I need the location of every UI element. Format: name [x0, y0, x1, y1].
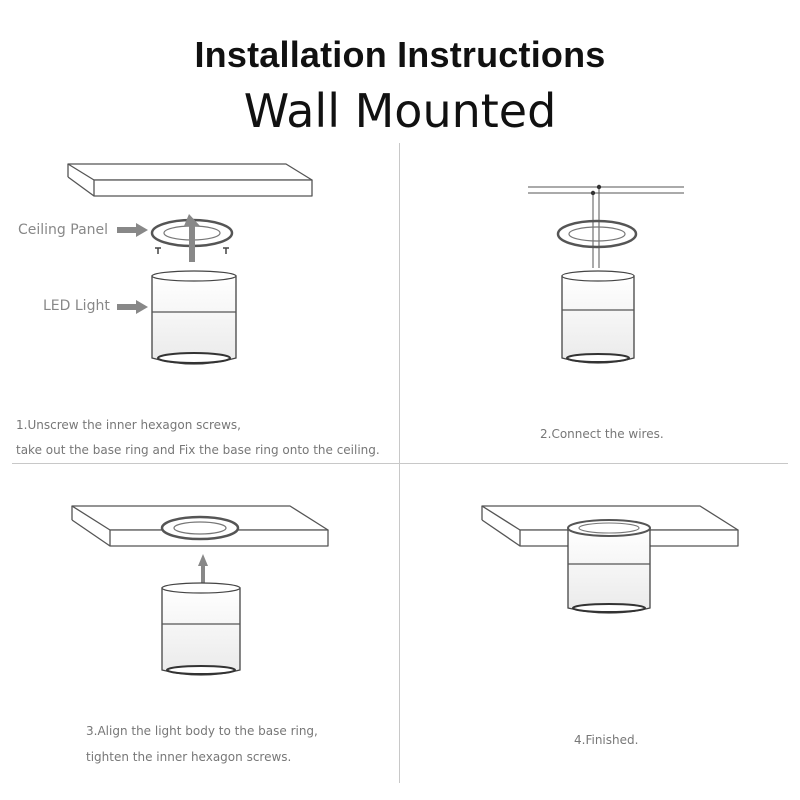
step-1-line-1: 1.Unscrew the inner hexagon screws,	[16, 418, 241, 432]
step-1-illustration	[67, 163, 313, 365]
step-4-line-1: 4.Finished.	[574, 733, 639, 747]
led-light-1	[151, 270, 237, 365]
led-light-label: LED Light	[43, 298, 110, 314]
step-3-line-1: 3.Align the light body to the base ring,	[86, 724, 318, 738]
base-ring-3	[160, 515, 240, 541]
base-ring-2	[556, 219, 638, 249]
step-2-caption: 2.Connect the wires.	[540, 427, 664, 441]
ceiling-panel-1	[67, 163, 313, 197]
step-4-illustration	[481, 505, 739, 614]
step-1-line-2: take out the base ring and Fix the base …	[16, 443, 380, 457]
screw-icons	[155, 247, 229, 254]
step-3-caption: 3.Align the light body to the base ring,…	[86, 718, 318, 770]
pointer-arrow-icon	[117, 223, 148, 314]
step-3-line-2: tighten the inner hexagon screws.	[86, 750, 292, 764]
page-subtitle: Wall Mounted	[243, 84, 557, 138]
step-2-illustration	[528, 184, 684, 364]
step-1-caption: 1.Unscrew the inner hexagon screws, take…	[16, 413, 380, 463]
up-arrow-icon	[198, 554, 208, 586]
ceiling-panel-label: Ceiling Panel	[18, 222, 109, 238]
up-arrow-icon	[184, 214, 200, 262]
horizontal-divider	[12, 463, 788, 464]
page-title: Installation Instructions	[194, 34, 606, 75]
step-3-illustration	[71, 505, 329, 676]
led-light-3	[161, 582, 241, 676]
step-4-caption: 4.Finished.	[574, 733, 638, 747]
led-light-4	[567, 519, 651, 614]
step-2-line-1: 2.Connect the wires.	[540, 427, 664, 441]
led-light-2	[561, 270, 635, 364]
